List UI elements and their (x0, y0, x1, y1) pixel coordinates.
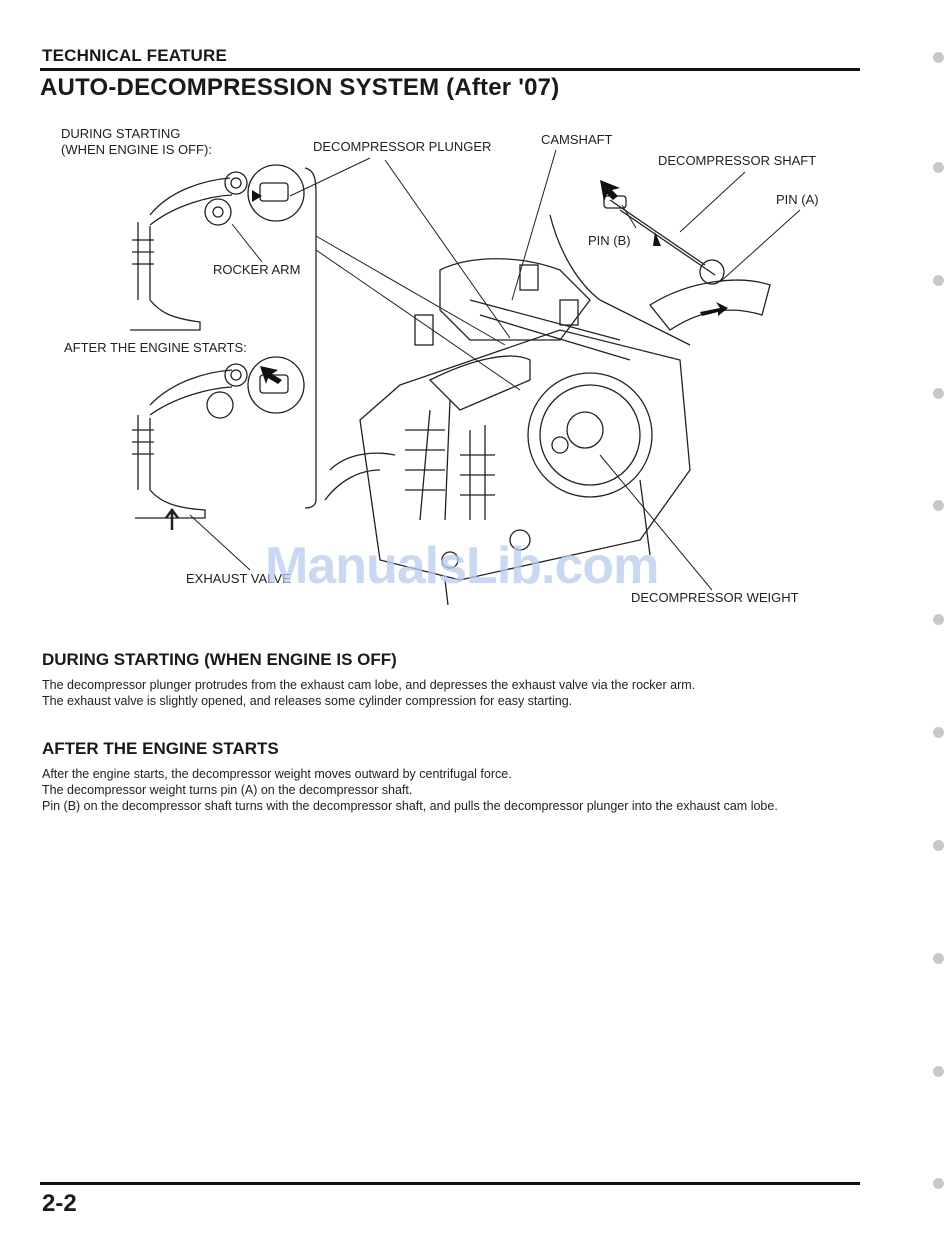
page-number: 2-2 (42, 1190, 77, 1217)
label-camshaft: CAMSHAFT (541, 132, 613, 147)
binder-hole (933, 840, 944, 851)
binder-hole (933, 275, 944, 286)
top-rule (40, 68, 860, 71)
decompressor-shaft-drawing (549, 195, 771, 346)
bottom-rule (40, 1182, 860, 1185)
label-rocker-arm: ROCKER ARM (213, 262, 301, 277)
label-during-starting: DURING STARTING (61, 126, 181, 141)
section-tag: TECHNICAL FEATURE (42, 46, 228, 65)
leader-decomp-shaft (679, 171, 746, 233)
binder-hole (933, 953, 944, 964)
binder-hole (933, 727, 944, 738)
inset-bracket (304, 167, 317, 509)
arrow-after-start (260, 366, 282, 384)
label-after-engine-starts: AFTER THE ENGINE STARTS: (64, 340, 247, 355)
paragraph-after-engine-starts: After the engine starts, the decompresso… (42, 766, 862, 814)
binder-hole (933, 1178, 944, 1189)
binder-hole (933, 162, 944, 173)
leader-decomp-weight (599, 454, 713, 591)
leader-pin-a (719, 209, 801, 283)
heading-after-engine-starts: AFTER THE ENGINE STARTS (42, 739, 279, 758)
engine-diagram (130, 149, 801, 606)
leader-plunger-1 (289, 157, 371, 197)
leader-weight-inset (315, 249, 521, 391)
leader-exhaust-valve (189, 514, 251, 571)
text-line: The decompressor plunger protrudes from … (42, 678, 696, 692)
binder-hole (933, 1066, 944, 1077)
leader-rocker-arm (231, 223, 263, 263)
heading-during-starting: DURING STARTING (WHEN ENGINE IS OFF) (42, 650, 397, 669)
label-pin-b: PIN (B) (588, 233, 631, 248)
label-decompressor-shaft: DECOMPRESSOR SHAFT (658, 153, 817, 168)
watermark: ManualsLib.com (265, 537, 659, 595)
binder-hole (933, 500, 944, 511)
arrow-pin-b-up (600, 180, 620, 202)
label-decompressor-weight: DECOMPRESSOR WEIGHT (631, 590, 799, 605)
label-pin-a: PIN (A) (776, 192, 819, 207)
rocker-arm-engine-running-drawing (132, 356, 305, 530)
leader-camshaft (511, 149, 557, 301)
leader-plunger-3 (315, 235, 506, 346)
label-exhaust-valve: EXHAUST VALVE (186, 571, 291, 586)
page-title: AUTO-DECOMPRESSION SYSTEM (After '07) (40, 74, 560, 101)
text-line: Pin (B) on the decompressor shaft turns … (42, 799, 778, 813)
leader-pin-b (621, 204, 637, 229)
arrow-pin-b-rotate (653, 232, 661, 246)
text-line: The exhaust valve is slightly opened, an… (42, 694, 573, 708)
rocker-arm-engine-off-drawing (130, 164, 305, 331)
arrow-weight-out (700, 302, 728, 316)
label-when-engine-off: (WHEN ENGINE IS OFF): (61, 142, 212, 157)
binder-hole (933, 614, 944, 625)
text-line: After the engine starts, the decompresso… (42, 767, 512, 781)
arrow-engine-off (252, 190, 262, 202)
binder-hole (933, 52, 944, 63)
binder-hole (933, 388, 944, 399)
paragraph-during-starting: The decompressor plunger protrudes from … (42, 677, 862, 709)
leader-plunger-2 (384, 159, 511, 339)
label-decompressor-plunger: DECOMPRESSOR PLUNGER (313, 139, 492, 154)
text-line: The decompressor weight turns pin (A) on… (42, 783, 413, 797)
